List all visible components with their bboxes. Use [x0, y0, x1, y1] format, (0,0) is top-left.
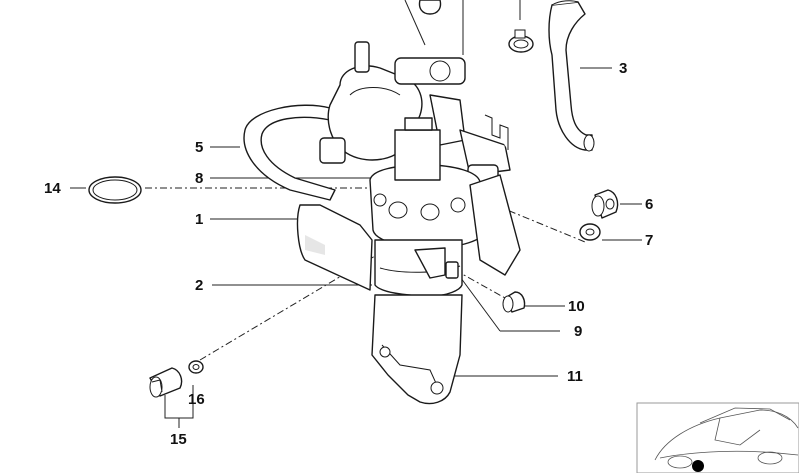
bolt-part-6: [591, 189, 619, 219]
callout-10: 10: [568, 298, 585, 315]
callout-11: 11: [567, 368, 583, 385]
callout-labels: 1 2 3 5 6 7 8 9 10 11 14 15 16: [44, 60, 653, 448]
callout-5: 5: [195, 139, 203, 156]
connector-top: [418, 0, 442, 15]
callout-2: 2: [195, 277, 203, 294]
pump-upper-assembly: [319, 41, 511, 191]
screw-part-9: [445, 261, 459, 279]
pump-body-part-1: [296, 204, 373, 291]
callout-1: 1: [195, 211, 203, 228]
callout-8: 8: [195, 170, 203, 187]
location-marker: [692, 460, 704, 472]
hose-part-3: [548, 0, 595, 152]
cap-part-10: [502, 291, 526, 313]
o-ring-part-14: [88, 176, 142, 204]
callout-7: 7: [645, 232, 653, 249]
washer-part-16: [188, 360, 204, 374]
bolt-part-15: [149, 367, 183, 398]
callout-14: 14: [44, 180, 61, 197]
hose-part-5: [243, 104, 336, 201]
hydraulic-unit: [369, 117, 521, 276]
callout-3: 3: [619, 60, 627, 77]
leader-lines: [70, 0, 642, 428]
callout-16: 16: [188, 391, 205, 408]
bracket-part-11: [371, 247, 463, 405]
callout-9: 9: [574, 323, 582, 340]
callout-15: 15: [170, 431, 187, 448]
hose-clamp: [508, 29, 534, 53]
vehicle-thumbnail: [636, 402, 799, 473]
washer-part-7: [579, 223, 601, 241]
callout-6: 6: [645, 196, 653, 213]
